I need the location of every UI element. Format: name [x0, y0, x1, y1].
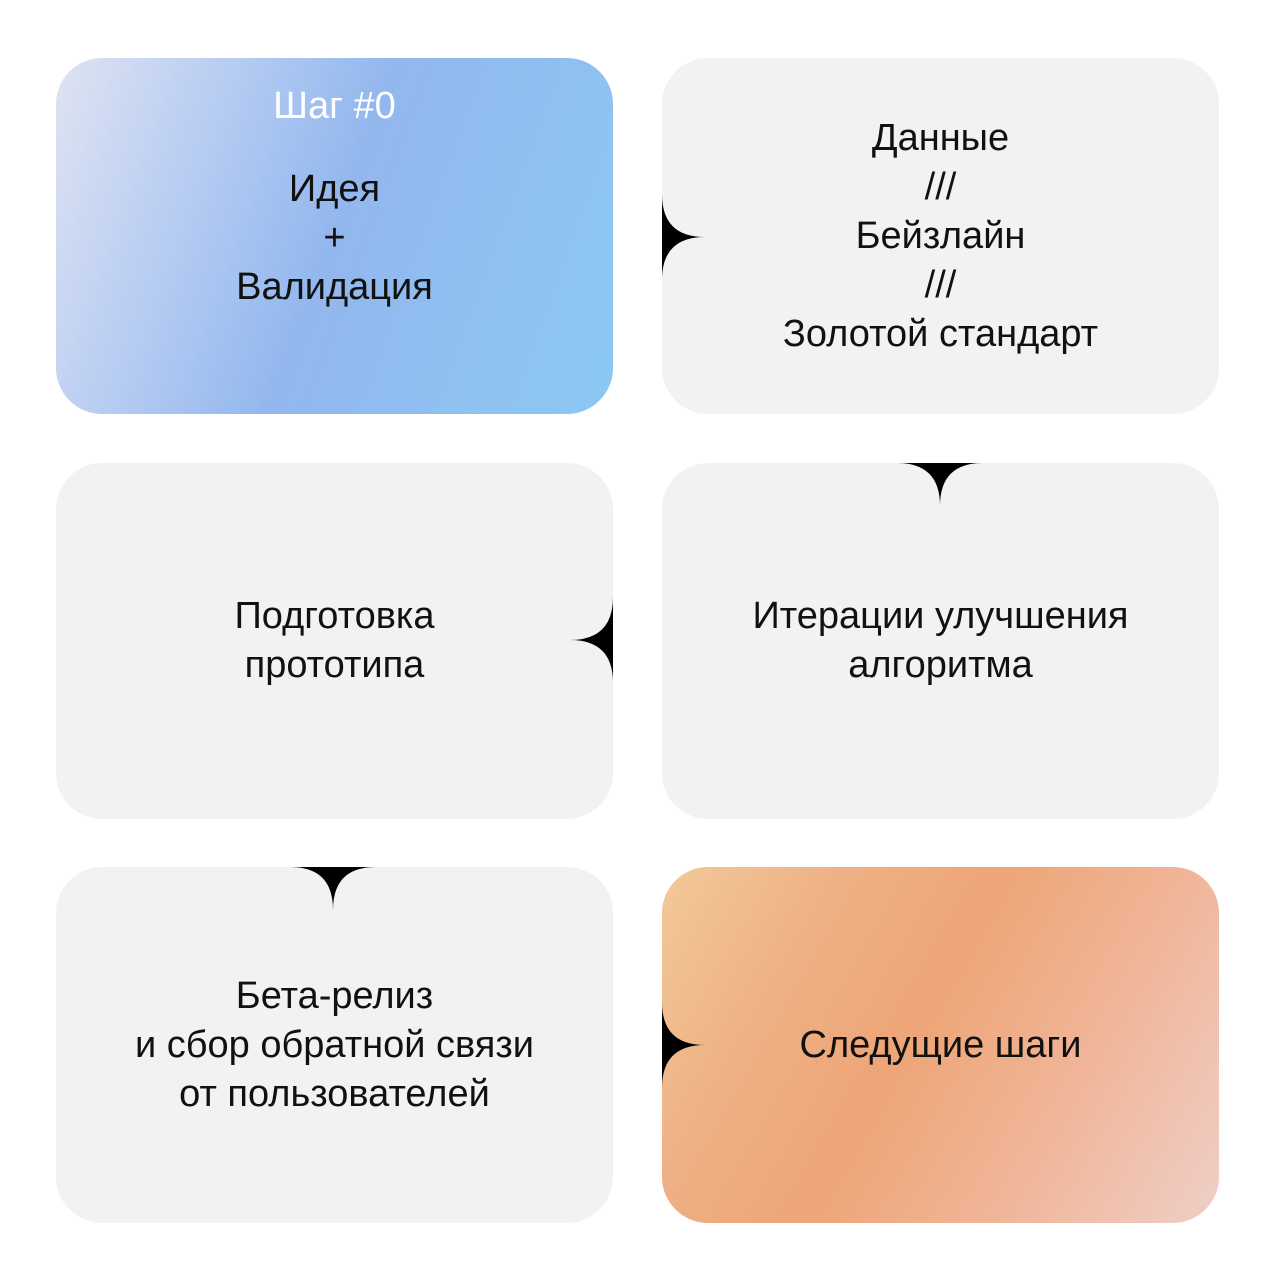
- card-line: Данные: [871, 116, 1010, 159]
- card-line: прототипа: [244, 644, 425, 686]
- card-beta-release: Бета-релиз и сбор обратной связи от поль…: [56, 867, 613, 1223]
- card-line: Подготовка: [234, 595, 435, 637]
- card-line: Бейзлайн: [855, 214, 1026, 257]
- card-line: Следущие шаги: [799, 1023, 1082, 1066]
- card-next-steps: Следущие шаги: [662, 867, 1219, 1223]
- card-prototype: Подготовка прототипа: [56, 463, 613, 819]
- card-line: Идея: [288, 167, 381, 210]
- card-line: Бета-релиз: [235, 974, 434, 1017]
- card-line: и сбор обратной связи: [135, 1023, 534, 1066]
- step-label: Шаг #0: [273, 85, 396, 127]
- card-line: Золотой стандарт: [782, 312, 1099, 355]
- card-data-baseline: Данные /// Бейзлайн /// Золотой стандарт: [662, 58, 1219, 414]
- card-line: Валидация: [236, 265, 433, 308]
- card-line: ///: [924, 263, 957, 306]
- card-line: алгоритма: [848, 644, 1033, 686]
- card-line: ///: [924, 165, 957, 208]
- card-step-0-idea-validation: Шаг #0 Идея + Валидация: [56, 58, 613, 414]
- card-line: от пользователей: [179, 1072, 490, 1115]
- card-iterations: Итерации улучшения алгоритма: [662, 463, 1219, 819]
- card-line: Итерации улучшения: [752, 595, 1129, 637]
- card-line: +: [323, 216, 346, 259]
